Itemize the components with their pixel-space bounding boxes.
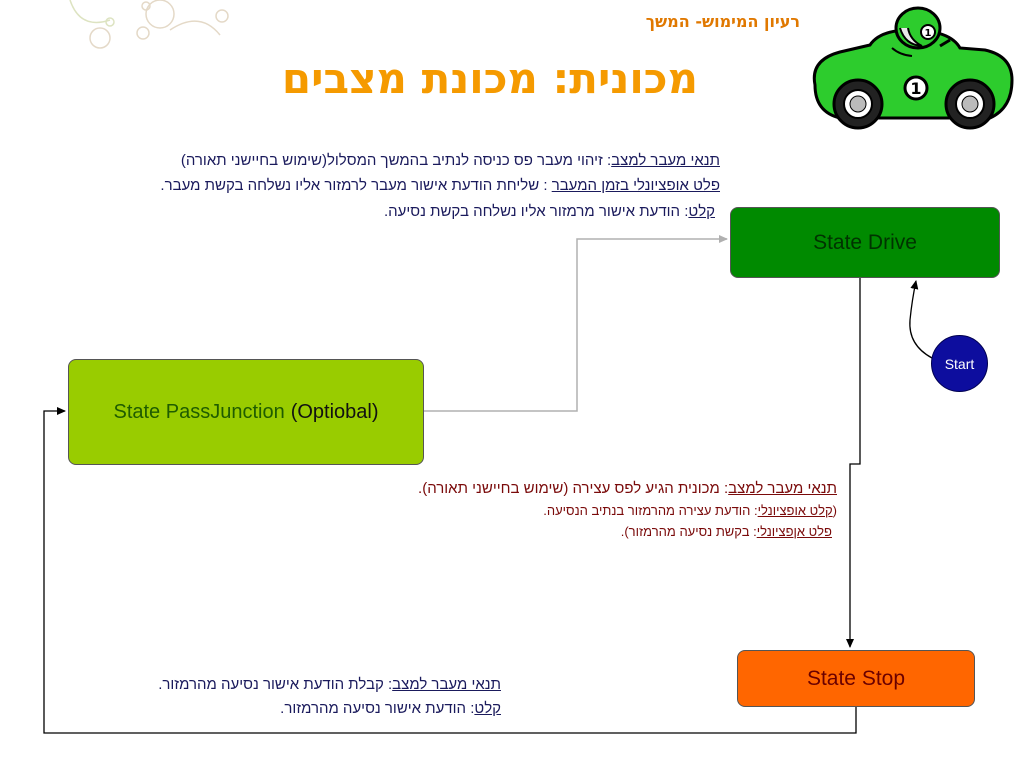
top-condition-label: תנאי מעבר למצב [611, 152, 720, 169]
slide-title: מכונית: מכונת מצבים [281, 54, 698, 103]
top-output-text: : שליחת הודעת אישור מעבר לרמזור אליו נשל… [160, 177, 552, 194]
middle-output-line: פלט אןפציונלי: בקשת נסיעה מהרמזור). [621, 524, 832, 539]
slide-subtitle: רעיון המימוש- המשך [645, 12, 800, 31]
state-stop-label: State Stop [806, 666, 906, 690]
race-car-illustration: 1 1 [812, 6, 1014, 130]
bottom-condition-label: תנאי מעבר למצב [392, 676, 501, 693]
middle-output-label: פלט אןפציונלי [756, 524, 832, 539]
state-pass-junction: State PassJunction (Optiobal) [68, 359, 424, 465]
edge-stop-to-pass [43, 407, 857, 734]
state-stop: State Stop [737, 650, 975, 707]
door-number: 1 [910, 79, 921, 98]
state-drive-label: State Drive [813, 230, 917, 254]
state-pass-junction-label: State PassJunction [113, 400, 285, 423]
top-condition-line: תנאי מעבר למצב: זיהוי מעבר פס כניסה לנתי… [181, 152, 720, 169]
helmet-number: 1 [925, 28, 932, 39]
middle-input-text: : הודעת עצירה מהרמזור בנתיב הנסיעה. [543, 503, 758, 518]
front-wheel [832, 78, 884, 130]
start-label: Start [944, 355, 975, 372]
middle-condition-label: תנאי מעבר למצב [728, 480, 837, 497]
bottom-input-label: קלט [474, 700, 501, 717]
middle-condition-line: תנאי מעבר למצב: מכונית הגיע לפס עצירה (ש… [418, 480, 837, 497]
bottom-input-text: : הודעת אישור נסיעה מהרמזור. [280, 700, 475, 717]
top-input-label: קלט [688, 203, 715, 220]
top-output-label: פלט אופציונלי בזמן המעבר [551, 177, 720, 194]
top-input-text: : הודעת אישור מרמזור אליו נשלחה בקשת נסי… [383, 203, 689, 220]
edge-pass-to-drive [424, 235, 728, 412]
top-condition-text: : זיהוי מעבר פס כניסה לנתיב בהמשך המסלול… [180, 152, 612, 169]
middle-input-label: קלט אופציונלי [757, 503, 833, 518]
bottom-condition-line: תנאי מעבר למצב: קבלת הודעת אישור נסיעה מ… [158, 676, 501, 693]
rear-wheel [944, 78, 996, 130]
edge-drive-to-stop [846, 278, 861, 648]
middle-input-prefix: ( [832, 503, 837, 518]
middle-output-text: : בקשת נסיעה מהרמזור). [620, 524, 757, 539]
edge-start-to-drive [909, 280, 933, 359]
state-pass-junction-note: (Optiobal) [290, 400, 379, 423]
top-input-line: קלט: הודעת אישור מרמזור אליו נשלחה בקשת … [384, 203, 715, 220]
middle-input-line: (קלט אופציונלי: הודעת עצירה מהרמזור בנתי… [543, 503, 837, 518]
state-drive: State Drive [730, 207, 1000, 278]
start-node: Start [931, 335, 988, 392]
bottom-input-line: קלט: הודעת אישור נסיעה מהרמזור. [280, 700, 501, 717]
bottom-condition-text: : קבלת הודעת אישור נסיעה מהרמזור. [158, 676, 393, 693]
top-output-line: פלט אופציונלי בזמן המעבר : שליחת הודעת א… [160, 177, 720, 194]
middle-condition-text: : מכונית הגיע לפס עצירה (שימוש בחיישני ת… [418, 480, 729, 497]
